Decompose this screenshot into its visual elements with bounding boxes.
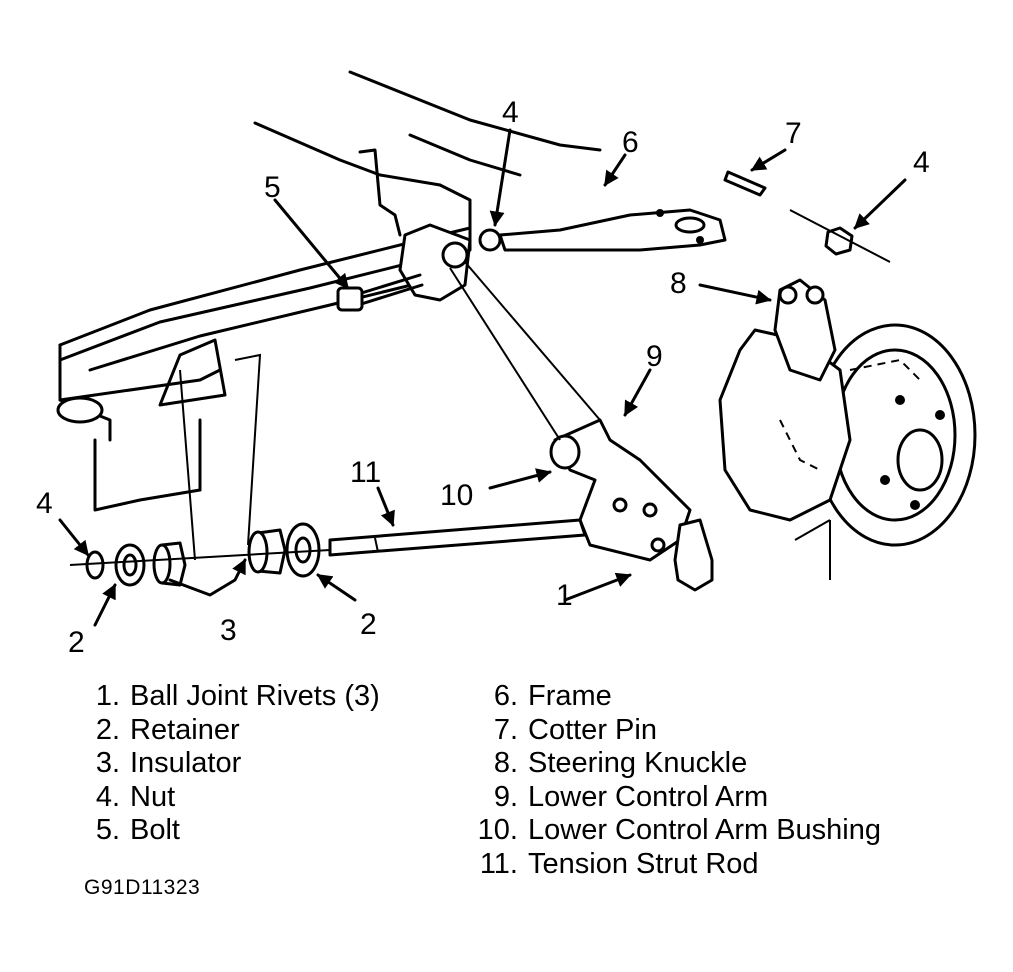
callout-10: 10 [440, 479, 473, 512]
legend-item-9: 9. Lower Control Arm [462, 781, 881, 815]
legend-column-right: 6. Frame 7. Cotter Pin 8. Steering Knuck… [462, 680, 881, 881]
callout-5: 5 [264, 171, 281, 204]
legend-label: Ball Joint Rivets (3) [130, 680, 380, 712]
legend-item-2: 2. Retainer [78, 714, 380, 748]
legend-label: Cotter Pin [528, 713, 657, 746]
legend-column-left: 1. Ball Joint Rivets (3) 2. Retainer 3. … [78, 680, 380, 848]
legend-label: Insulator [130, 747, 242, 779]
legend-item-10: 10. Lower Control Arm Bushing [462, 814, 881, 848]
legend-number: 2. [95, 713, 120, 746]
legend-number: 11. [479, 847, 518, 880]
callout-7: 7 [785, 117, 802, 150]
legend-number: 6. [493, 680, 518, 712]
suspension-exploded-view: 1 2 2 3 4 4 4 5 6 7 8 9 10 11 [36, 70, 977, 659]
legend-number: 10. [477, 814, 518, 846]
callout-4-frame: 4 [502, 96, 519, 129]
legend-label: Nut [130, 780, 176, 813]
legend-item-7: 7. Cotter Pin [462, 714, 881, 748]
figure-code: G91D11323 [84, 876, 201, 899]
bolt-drawing [336, 241, 469, 312]
legend-label: Lower Control Arm Bushing [528, 814, 881, 846]
legend-label: Retainer [130, 713, 240, 746]
legend-number: 5. [95, 814, 120, 846]
callout-6: 6 [622, 126, 639, 159]
legend-label: Frame [528, 680, 612, 712]
steering-knuckle-drawing [718, 170, 977, 580]
legend-item-4: 4. Nut [78, 781, 380, 815]
callout-11: 11 [350, 456, 381, 489]
legend-item-6: 6. Frame [462, 680, 881, 714]
lower-control-arm-drawing [449, 261, 714, 592]
legend-item-8: 8. Steering Knuckle [462, 747, 881, 781]
callout-2-right: 2 [360, 608, 377, 641]
callout-9: 9 [646, 340, 663, 373]
legend-number: 9. [493, 780, 518, 813]
callout-3: 3 [220, 614, 237, 647]
legend-item-5: 5. Bolt [78, 814, 380, 848]
callout-1: 1 [556, 579, 573, 612]
callout-4-knuckle: 4 [913, 146, 930, 179]
callout-4-left: 4 [36, 487, 53, 520]
legend-number: 4. [95, 780, 120, 813]
frame-arm-drawing [478, 208, 727, 252]
legend-number: 8. [493, 747, 518, 779]
frame-crossmember-drawing [56, 70, 602, 561]
legend-label: Lower Control Arm [528, 780, 769, 813]
legend-label: Steering Knuckle [528, 747, 748, 779]
legend-number: 1. [95, 680, 120, 712]
legend-item-11: 11. Tension Strut Rod [462, 848, 881, 882]
tension-strut-rod-drawing [328, 518, 587, 557]
strut-rod-hardware-drawing [69, 522, 331, 587]
callout-arrows [58, 128, 907, 627]
callout-2-left: 2 [68, 626, 85, 659]
legend-label: Tension Strut Rod [528, 847, 759, 880]
legend-number: 7. [493, 713, 518, 746]
legend-number: 3. [95, 747, 120, 779]
legend-item-3: 3. Insulator [78, 747, 380, 781]
callout-8: 8 [670, 267, 687, 300]
legend-label: Bolt [130, 814, 180, 846]
legend-item-1: 1. Ball Joint Rivets (3) [78, 680, 380, 714]
